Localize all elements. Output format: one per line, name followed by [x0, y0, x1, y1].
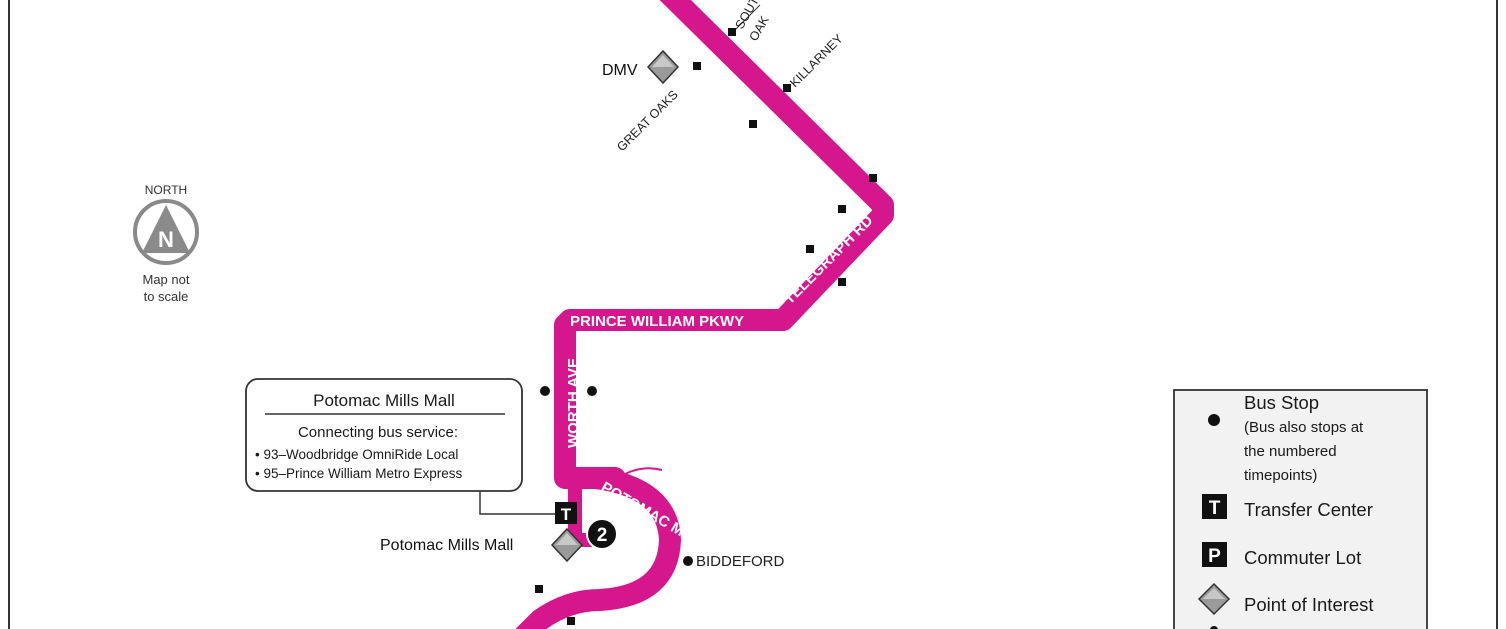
- poi-diamond-shade-icon: [556, 533, 578, 545]
- poi-potomac-mills-mall: Potomac Mills Mall: [380, 527, 584, 563]
- timepoint-marker: [586, 518, 618, 550]
- transfer-center-icon: [555, 502, 577, 524]
- scale-note-1: Map not: [143, 272, 190, 287]
- map-legend: Bus Stop (Bus also stops at the numbered…: [1173, 389, 1428, 629]
- bus-stop: [728, 28, 736, 36]
- bus-stop: [683, 556, 693, 566]
- legend-bus-stop-note-1: (Bus also stops at: [1244, 419, 1364, 436]
- road-label-telegraph: TELEGRAPH RD: [781, 212, 877, 308]
- bus-stop: [535, 585, 543, 593]
- bus-stop: [806, 245, 814, 253]
- legend-commuter-lot-letter: P: [1208, 546, 1221, 567]
- legend-bus-stop-note-3: timepoints): [1244, 467, 1317, 484]
- north-arrow: NORTH N Map not to scale: [133, 183, 199, 304]
- callout-subtitle: Connecting bus service:: [298, 424, 458, 441]
- north-arrow-triangle-icon: [142, 205, 190, 253]
- street-label-killarney: KILLARNEY: [787, 31, 846, 90]
- callout-potomac-mills: Potomac Mills Mall Connecting bus servic…: [245, 378, 555, 515]
- callout-leader-line: [479, 490, 555, 515]
- timepoint-number: 2: [597, 525, 608, 546]
- route-potomac-mills-loop: [515, 467, 681, 629]
- street-label-biddeford: BIDDEFORD: [696, 553, 785, 570]
- bus-stops: [535, 28, 877, 625]
- bus-stop: [869, 174, 877, 182]
- north-letter: N: [158, 227, 174, 252]
- callout-box: [245, 378, 523, 492]
- north-label: NORTH: [145, 183, 187, 197]
- legend-transfer-center-letter: T: [1209, 498, 1221, 519]
- direction-arrowhead-icon: [614, 472, 624, 484]
- bus-stop: [587, 386, 597, 396]
- transfer-center-letter: T: [561, 505, 572, 524]
- bus-stop: [540, 386, 550, 396]
- scale-note-2: to scale: [144, 289, 189, 304]
- road-label-prince-william: PRINCE WILLIAM PKWY: [570, 313, 744, 330]
- legend-bus-stop-label: Bus Stop: [1244, 392, 1319, 413]
- bus-stop: [783, 84, 791, 92]
- bus-stop: [749, 120, 757, 128]
- route-main-line: [554, 0, 894, 489]
- legend-next-item-icon: [1210, 626, 1218, 629]
- bus-stop: [838, 205, 846, 213]
- poi-dmv: DMV: [602, 49, 680, 85]
- legend-bus-stop-icon: [1208, 414, 1220, 426]
- callout-service-95: • 95–Prince William Metro Express: [255, 466, 463, 481]
- legend-commuter-lot-icon: [1202, 542, 1227, 567]
- bus-stop: [838, 278, 846, 286]
- bus-stop: [693, 62, 701, 70]
- poi-diamond-shade-icon: [652, 55, 674, 67]
- legend-poi-label: Point of Interest: [1244, 594, 1374, 615]
- road-label-worth: WORTH AVE: [565, 358, 582, 448]
- legend-transfer-center-label: Transfer Center: [1244, 499, 1373, 520]
- legend-bus-stop-note-2: the numbered: [1244, 443, 1337, 460]
- timepoint-arrowhead-icon: [648, 528, 656, 540]
- callout-title: Potomac Mills Mall: [313, 391, 455, 410]
- legend-transfer-center-icon: [1202, 494, 1227, 519]
- legend-poi-shade-icon: [1203, 588, 1225, 599]
- street-label-great-oaks: GREAT OAKS: [614, 88, 681, 155]
- bus-stop: [567, 617, 575, 625]
- callout-service-93: • 93–Woodbridge OmniRide Local: [255, 447, 458, 462]
- poi-label-dmv: DMV: [602, 62, 638, 79]
- legend-commuter-lot-label: Commuter Lot: [1244, 547, 1361, 568]
- poi-label-potomac-mills-mall: Potomac Mills Mall: [380, 537, 513, 554]
